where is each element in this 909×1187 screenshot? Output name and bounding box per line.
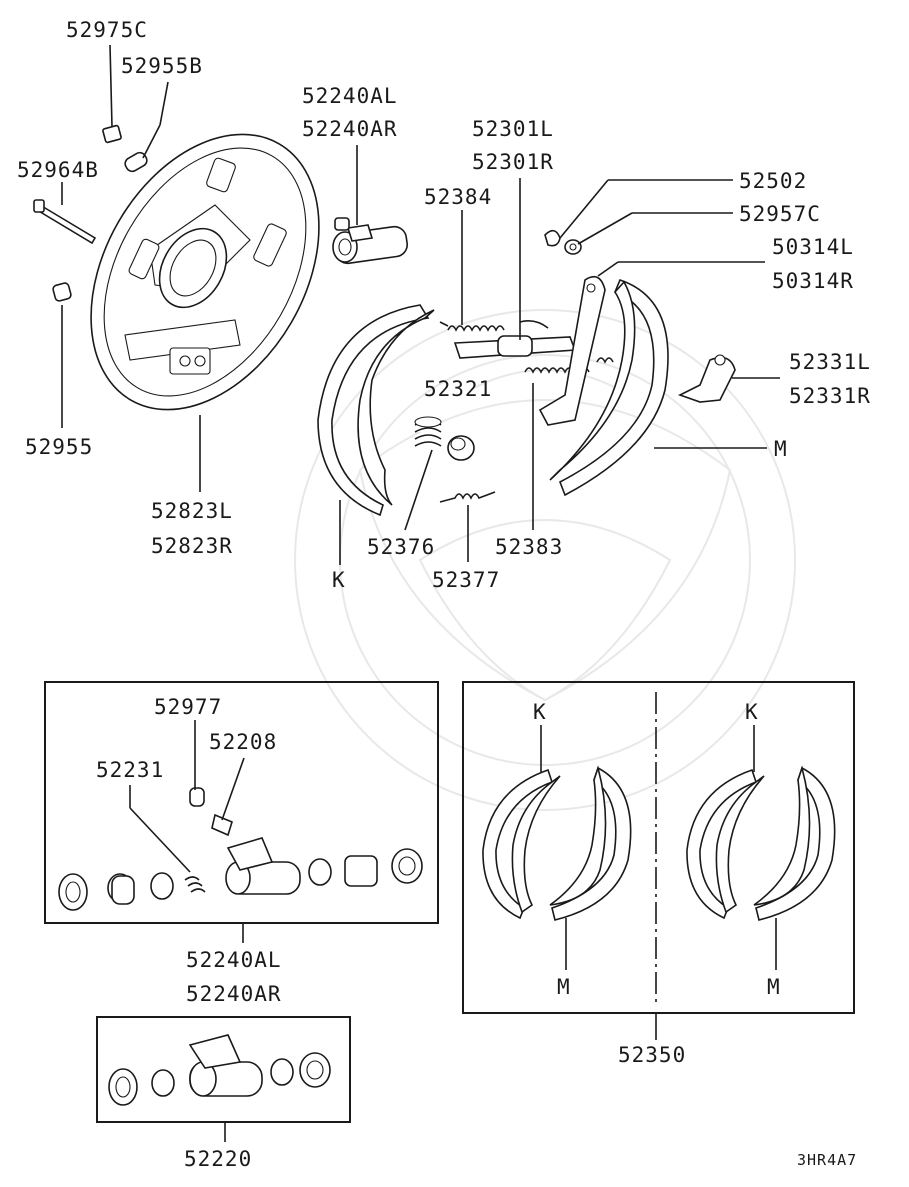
- spring-52377: [439, 491, 496, 503]
- label-52240AL-top: 52240AL: [302, 84, 398, 108]
- hold-spring-52376: [414, 416, 442, 447]
- upper-spring-part: [439, 321, 505, 332]
- retainer-52502: [544, 229, 561, 247]
- label-52331L: 52331L: [789, 350, 871, 374]
- shoe-kit-set-2: [686, 765, 836, 921]
- label-52240AR-box: 52240AR: [186, 982, 282, 1006]
- label-50314R: 50314R: [772, 269, 854, 293]
- label-K-kit1: K: [533, 700, 547, 724]
- cylinder-52220-parts: [108, 1034, 331, 1106]
- label-52977: 52977: [154, 695, 222, 719]
- leader-lines-kit: [129, 720, 245, 943]
- plug-part: [52, 282, 72, 302]
- label-M-main: M: [774, 437, 788, 461]
- adjuster-part: [453, 320, 577, 359]
- label-52502: 52502: [739, 169, 807, 193]
- bleeder-screw-part: [102, 124, 122, 144]
- label-52955B: 52955B: [121, 54, 203, 78]
- lever-part: [538, 275, 606, 426]
- label-52231: 52231: [96, 758, 164, 782]
- leader-lines-top: [61, 44, 780, 565]
- label-52383: 52383: [495, 535, 563, 559]
- bolt-part: [33, 199, 97, 245]
- brake-shoe-m: [549, 279, 669, 497]
- cylinder-kit-parts: [58, 787, 423, 911]
- cylinder-box-52220: [96, 1016, 351, 1123]
- cup-52321: [447, 435, 475, 461]
- cylinder-kit-box: [44, 681, 439, 924]
- shoe-kit-box: [462, 681, 855, 1014]
- leader-lines-shoe-kit: [540, 725, 777, 1040]
- label-K-kit2: K: [745, 700, 759, 724]
- label-K-main: K: [332, 568, 346, 592]
- label-50314L: 50314L: [772, 235, 854, 259]
- auto-adjuster-52331: [677, 354, 736, 403]
- label-52823R: 52823R: [151, 534, 233, 558]
- label-52975C: 52975C: [66, 18, 148, 42]
- label-52376: 52376: [367, 535, 435, 559]
- washer-52957C: [564, 239, 582, 255]
- label-52301L: 52301L: [472, 117, 554, 141]
- label-M-kit1: M: [557, 975, 571, 999]
- brake-shoe-k: [317, 304, 435, 517]
- label-52331R: 52331R: [789, 384, 871, 408]
- label-52220: 52220: [184, 1147, 252, 1171]
- label-52208: 52208: [209, 730, 277, 754]
- label-52301R: 52301R: [472, 150, 554, 174]
- label-52384: 52384: [424, 185, 492, 209]
- label-52957C: 52957C: [739, 202, 821, 226]
- label-52321: 52321: [424, 377, 492, 401]
- label-52240AL-box: 52240AL: [186, 948, 282, 972]
- wheel-cylinder-part: [332, 217, 408, 265]
- label-52823L: 52823L: [151, 499, 233, 523]
- label-52350: 52350: [618, 1043, 686, 1067]
- cap-part: [124, 151, 148, 173]
- reference-code: 3HR4A7: [797, 1151, 857, 1169]
- label-52377: 52377: [432, 568, 500, 592]
- label-52955: 52955: [25, 435, 93, 459]
- backing-plate: [90, 133, 320, 411]
- watermark-emblem: [294, 309, 796, 811]
- label-M-kit2: M: [767, 975, 781, 999]
- shoe-kit-set-1: [482, 765, 632, 921]
- label-52240AR-top: 52240AR: [302, 117, 398, 141]
- part-labels: 52975C 52955B 52964B 52955 52823L 52823R…: [17, 18, 871, 1171]
- label-52964B: 52964B: [17, 158, 99, 182]
